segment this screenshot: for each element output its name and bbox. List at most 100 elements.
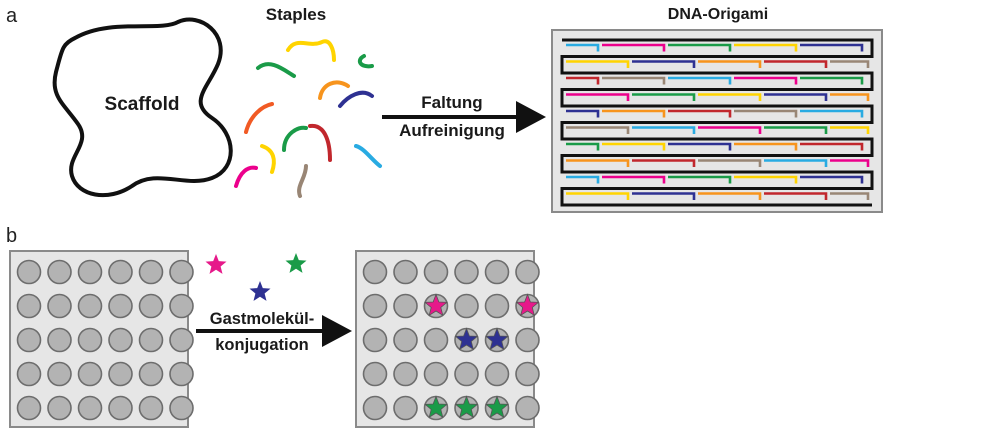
- origami-staple: [566, 192, 630, 200]
- grid-right: [362, 259, 540, 421]
- binding-site: [169, 395, 194, 421]
- binding-site: [169, 327, 194, 353]
- free-stars: [205, 253, 307, 301]
- origami-staple: [632, 192, 696, 200]
- origami-staple: [632, 93, 696, 101]
- binding-site: [47, 395, 72, 421]
- staple-strand: [354, 144, 382, 168]
- binding-site: [169, 259, 194, 285]
- staples-group: [234, 39, 382, 198]
- binding-site: [484, 361, 510, 387]
- origami-staple: [734, 43, 798, 52]
- binding-site: [77, 259, 103, 285]
- origami-staple: [566, 60, 630, 68]
- origami-staple: [602, 43, 666, 52]
- guest-molecule-star: [249, 281, 271, 301]
- binding-site: [16, 361, 42, 387]
- staple-strand: [256, 62, 296, 78]
- binding-site: [47, 327, 72, 353]
- origami-staple: [698, 60, 762, 68]
- scaffold-label: Scaffold: [105, 94, 180, 115]
- origami-staple: [668, 175, 732, 184]
- binding-site: [16, 293, 42, 319]
- conjugated-star: [424, 293, 448, 317]
- binding-site: [16, 395, 42, 421]
- origami-staple: [668, 109, 732, 118]
- conjugation-arrow-head: [322, 315, 352, 347]
- origami-staple: [800, 43, 864, 52]
- binding-site: [169, 361, 194, 387]
- binding-site: [138, 361, 164, 387]
- binding-site: [16, 327, 42, 353]
- binding-site: [515, 361, 540, 387]
- binding-site: [108, 327, 133, 353]
- origami-staple: [800, 175, 864, 184]
- binding-site: [108, 259, 133, 285]
- origami-staple: [698, 126, 762, 134]
- guest-molecule-star: [205, 254, 227, 274]
- panel-b-letter: b: [6, 225, 17, 247]
- origami-staple: [632, 159, 696, 167]
- binding-site: [77, 293, 103, 319]
- origami-staple: [764, 159, 828, 167]
- origami-staple: [668, 76, 732, 85]
- origami-staple: [566, 109, 600, 118]
- conjugated-star: [485, 327, 509, 351]
- origami-staple: [566, 175, 600, 184]
- binding-site: [454, 259, 479, 285]
- binding-site: [362, 293, 388, 319]
- origami-staple: [764, 93, 828, 101]
- arrow-label-aufreinigung: Aufreinigung: [399, 121, 505, 140]
- binding-site: [362, 327, 388, 353]
- binding-site: [47, 259, 72, 285]
- grid-left: [16, 259, 194, 421]
- binding-site: [484, 259, 510, 285]
- binding-site: [515, 327, 540, 353]
- staple-strand: [318, 80, 350, 100]
- guest-molecule-star: [285, 253, 307, 273]
- origami-staple: [830, 126, 870, 134]
- staples-label: Staples: [266, 5, 326, 24]
- origami-staple: [602, 109, 666, 118]
- conjugated-star: [454, 327, 479, 351]
- binding-site: [484, 293, 510, 319]
- origami-staple: [800, 142, 864, 151]
- binding-site: [393, 259, 418, 285]
- conjugated-star: [485, 395, 509, 419]
- binding-site: [454, 293, 479, 319]
- binding-site: [454, 361, 479, 387]
- origami-staple: [566, 43, 600, 52]
- staple-strand: [357, 54, 374, 69]
- origami-staple: [764, 126, 828, 134]
- binding-site: [393, 361, 418, 387]
- binding-site: [362, 259, 388, 285]
- origami-staple: [830, 159, 870, 167]
- folding-arrow-head: [516, 101, 546, 133]
- origami-staple: [698, 159, 762, 167]
- binding-site: [423, 327, 449, 353]
- origami-staple: [698, 93, 762, 101]
- origami-staple: [632, 60, 696, 68]
- origami-staple: [668, 43, 732, 52]
- origami-staple: [566, 76, 600, 85]
- origami-staple: [734, 142, 798, 151]
- origami-staple: [734, 109, 798, 118]
- staple-strand: [244, 102, 274, 134]
- binding-site: [138, 395, 164, 421]
- origami-staple: [566, 142, 600, 151]
- staple-strand: [308, 123, 332, 162]
- binding-site: [423, 361, 449, 387]
- origami-staple: [734, 76, 798, 85]
- origami-staple: [800, 109, 864, 118]
- staple-strand: [286, 39, 336, 62]
- origami-staple: [830, 192, 870, 200]
- binding-site: [515, 395, 540, 421]
- origami-staple: [602, 76, 666, 85]
- origami-staple: [830, 93, 870, 101]
- origami-staple: [764, 60, 828, 68]
- staple-strand: [234, 165, 258, 188]
- staple-strand: [260, 144, 276, 174]
- binding-site: [169, 293, 194, 319]
- binding-site: [108, 361, 133, 387]
